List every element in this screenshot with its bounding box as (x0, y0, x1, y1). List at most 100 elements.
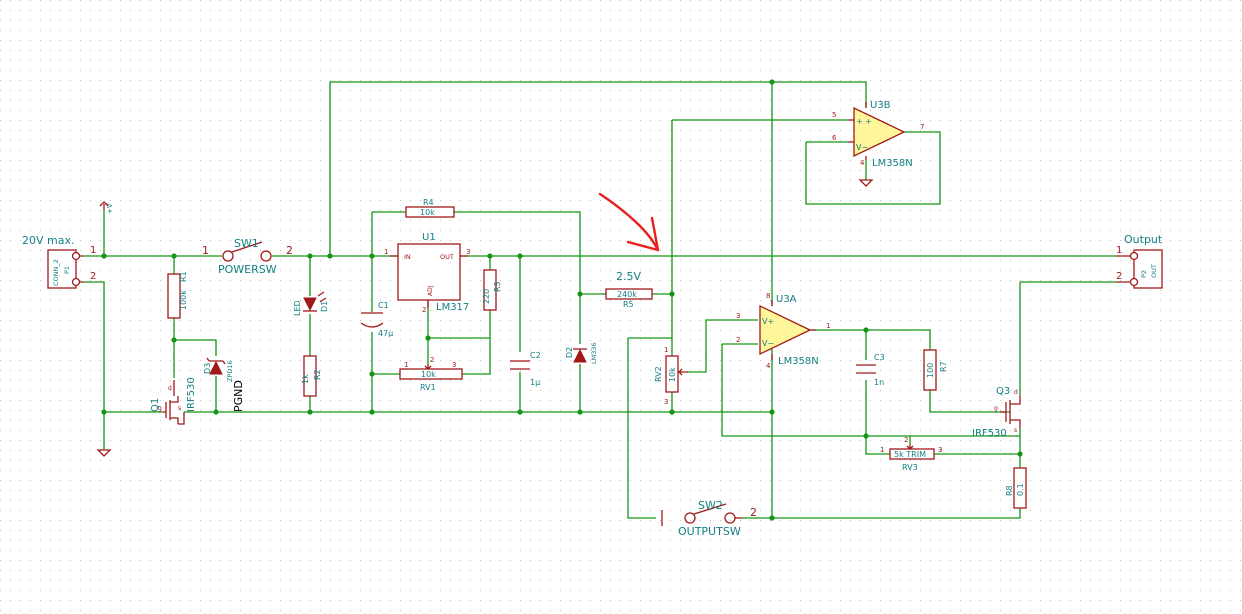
u3b-value: LM358N (872, 158, 913, 169)
r7-ref: R7 (939, 361, 948, 372)
svg-text:6: 6 (832, 134, 837, 142)
capacitor-c3[interactable]: C3 1n (856, 353, 885, 387)
p1-ref: P1 (63, 266, 71, 274)
capacitor-c1[interactable]: C1 47µ (360, 301, 393, 338)
svg-text:1: 1 (664, 346, 668, 354)
diode-d3[interactable]: D3 ZPD16 (203, 357, 234, 382)
resistor-r1[interactable]: 100k R1 (167, 271, 188, 319)
svg-text:2: 2 (422, 306, 426, 314)
c2-ref: C2 (530, 351, 541, 360)
sw2-ref: SW2 (698, 499, 723, 512)
svg-text:3: 3 (664, 398, 668, 406)
c3-value: 1n (874, 378, 884, 387)
q1-value: IRF530 (186, 377, 197, 412)
regulator-u1[interactable]: 1 3 2 IN OUT ADJ U1 LM317 (384, 232, 470, 314)
capacitor-c2[interactable]: C2 1µ (510, 351, 541, 387)
p1-value: CONN_2 (52, 259, 60, 286)
ground-symbol-u3b (858, 179, 874, 187)
red-annotation-arrow (598, 192, 660, 252)
resistor-r7[interactable]: 100 R7 (923, 349, 948, 391)
resistor-r2[interactable]: 1k R2 (301, 355, 322, 397)
svg-text:s: s (1014, 427, 1017, 434)
u3b-ref: U3B (870, 100, 891, 111)
u3a-value: LM358N (778, 356, 819, 367)
potentiometer-rv1[interactable]: 10k RV1 1 2 3 (399, 356, 463, 392)
junctions (101, 79, 1023, 521)
switch-sw1[interactable]: 1 2 SW1 POWERSW (202, 237, 293, 276)
vcc-label: +V (106, 203, 114, 214)
r2-value: 1k (301, 374, 310, 384)
potentiometer-rv2[interactable]: 10k RV2 1 3 (654, 346, 688, 406)
p1-pin1: 1 (90, 245, 96, 256)
u1-value: LM317 (436, 302, 469, 313)
resistor-r5[interactable]: 240k R5 (605, 288, 653, 309)
switch-sw2[interactable]: 2 SW2 OUTPUTSW (661, 499, 757, 538)
d2-value: LM336 (590, 342, 598, 364)
mosfet-q1[interactable]: g d s Q1 IRF530 (150, 377, 197, 425)
d1-ref: D1 (320, 301, 329, 312)
r1-ref: R1 (179, 271, 188, 282)
p2-pin2: 2 (1116, 271, 1122, 282)
opamp-u3b[interactable]: + + V− 5 6 7 4 U3B LM358N (832, 100, 924, 169)
r4-value: 10k (420, 208, 435, 217)
q1-ref: Q1 (150, 398, 161, 412)
ground-symbol (96, 449, 112, 457)
u1-pin-out: OUT (440, 253, 454, 261)
sw1-ref: SW1 (234, 237, 259, 250)
p2-ref: P2 (1140, 270, 1148, 278)
d3-ref: D3 (203, 363, 212, 374)
connector-p2[interactable]: 1 2 P2 OUT (1116, 245, 1163, 289)
svg-text:3: 3 (452, 361, 456, 369)
r5-ref: R5 (623, 300, 634, 309)
svg-text:1: 1 (826, 322, 830, 330)
diode-d2[interactable]: D2 LM336 (565, 342, 598, 364)
output-label: Output (1124, 233, 1163, 246)
wires (84, 81, 1116, 519)
svg-text:2: 2 (736, 336, 740, 344)
vref-label: 2.5V (616, 270, 641, 283)
d2-ref: D2 (565, 347, 574, 358)
u1-pin-in: IN (404, 253, 411, 261)
svg-text:d: d (1014, 389, 1018, 396)
mosfet-q3[interactable]: g d s Q3 IRF530 (972, 386, 1021, 439)
c1-value: 47µ (378, 329, 393, 338)
resistor-r8[interactable]: R8 0.1 (1005, 467, 1027, 509)
connector-p1[interactable]: 1 2 CONN_2 P1 (47, 245, 96, 289)
r8-value: 0.1 (1016, 483, 1025, 496)
sw1-pin1: 1 (202, 244, 209, 257)
rv1-value: 10k (421, 370, 436, 379)
u1-ref: U1 (422, 232, 436, 243)
u3a-ref: U3A (776, 294, 797, 305)
u1-pin-adj: ADJ (427, 285, 434, 296)
rv3-value: 5k TRIM (894, 450, 926, 459)
r2-ref: R2 (313, 369, 322, 380)
c2-value: 1µ (530, 378, 540, 387)
svg-text:5: 5 (832, 111, 836, 119)
opamp-u3a[interactable]: V+ V− 3 2 1 8 4 U3A LM358N (736, 292, 830, 370)
vcc-symbol: +V (99, 201, 114, 214)
svg-text:2: 2 (430, 356, 434, 364)
r4-ref: R4 (423, 198, 434, 207)
rv3-ref: RV3 (902, 463, 918, 472)
svg-text:3: 3 (938, 446, 942, 454)
pgnd-label: PGND (232, 380, 245, 412)
resistor-r4[interactable]: 10k R4 (405, 198, 455, 218)
c1-ref: C1 (378, 301, 389, 310)
svg-text:s: s (178, 405, 181, 412)
svg-text:1: 1 (404, 361, 408, 369)
d3-value: ZPD16 (226, 360, 234, 382)
potentiometer-rv3[interactable]: 5k TRIM RV3 1 2 3 (880, 436, 942, 472)
c3-ref: C3 (874, 353, 885, 362)
resistor-r3[interactable]: 220 R3 (482, 269, 502, 311)
q3-ref: Q3 (996, 386, 1010, 397)
r1-value: 100k (179, 290, 188, 310)
svg-text:g: g (994, 405, 998, 412)
rv2-ref: RV2 (654, 366, 663, 382)
diode-d1[interactable]: LED D1 (293, 291, 329, 316)
r3-value: 220 (482, 289, 491, 304)
sw1-pin2: 2 (286, 244, 293, 257)
svg-text:V−: V− (762, 339, 774, 348)
svg-text:2: 2 (904, 436, 908, 444)
